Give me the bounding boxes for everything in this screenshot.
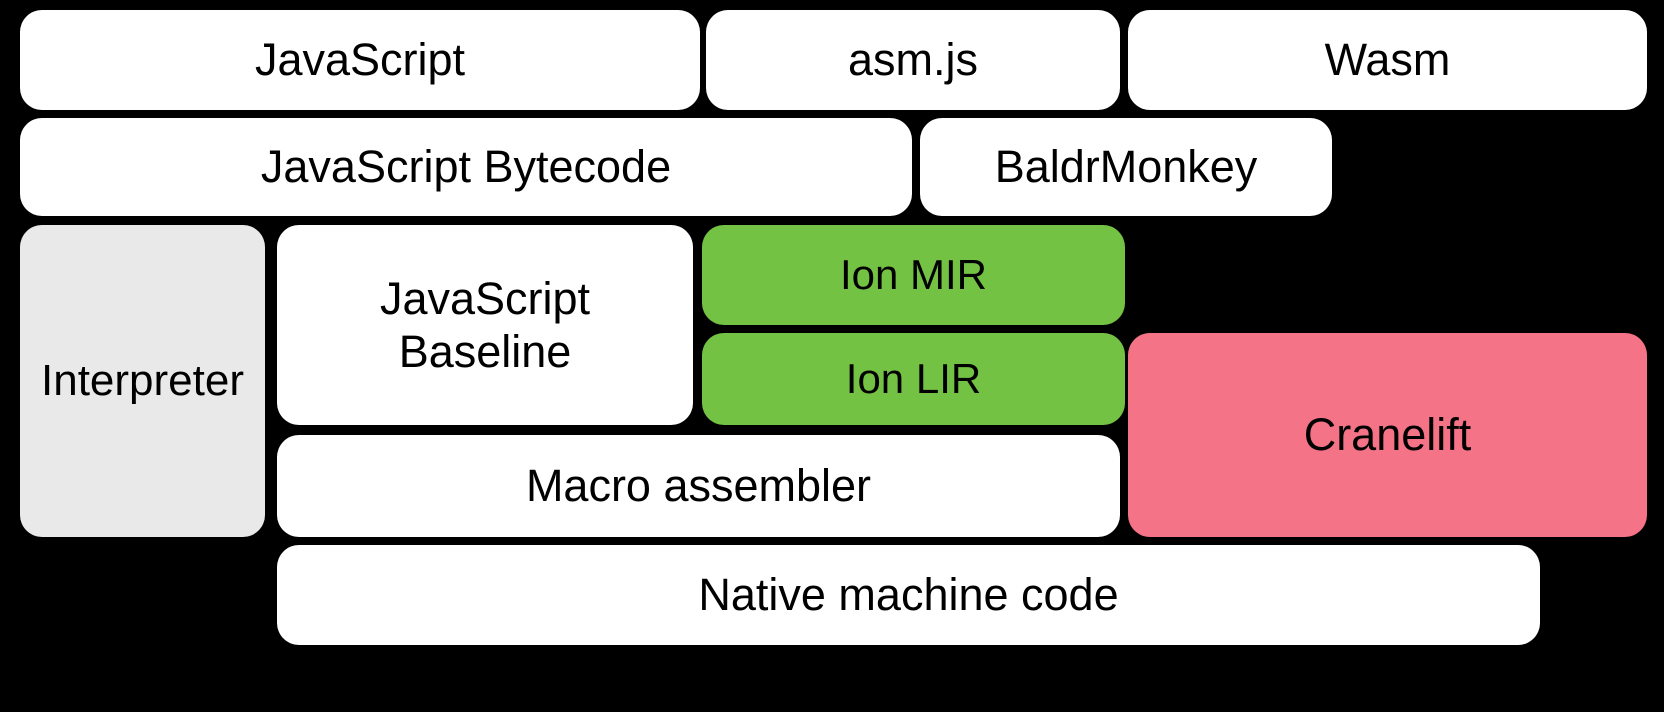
box-cranelift: Cranelift	[1128, 333, 1647, 537]
box-javascript: JavaScript	[20, 10, 700, 110]
box-asm-js: asm.js	[706, 10, 1120, 110]
box-ion-mir: Ion MIR	[702, 225, 1125, 325]
box-javascript-bytecode: JavaScript Bytecode	[20, 118, 912, 216]
box-ion-lir: Ion LIR	[702, 333, 1125, 425]
box-baldrmonkey: BaldrMonkey	[920, 118, 1332, 216]
box-javascript-baseline: JavaScript Baseline	[277, 225, 693, 425]
box-wasm: Wasm	[1128, 10, 1647, 110]
box-macro-assembler: Macro assembler	[277, 435, 1120, 537]
box-native-machine-code: Native machine code	[277, 545, 1540, 645]
box-interpreter: Interpreter	[20, 225, 265, 537]
